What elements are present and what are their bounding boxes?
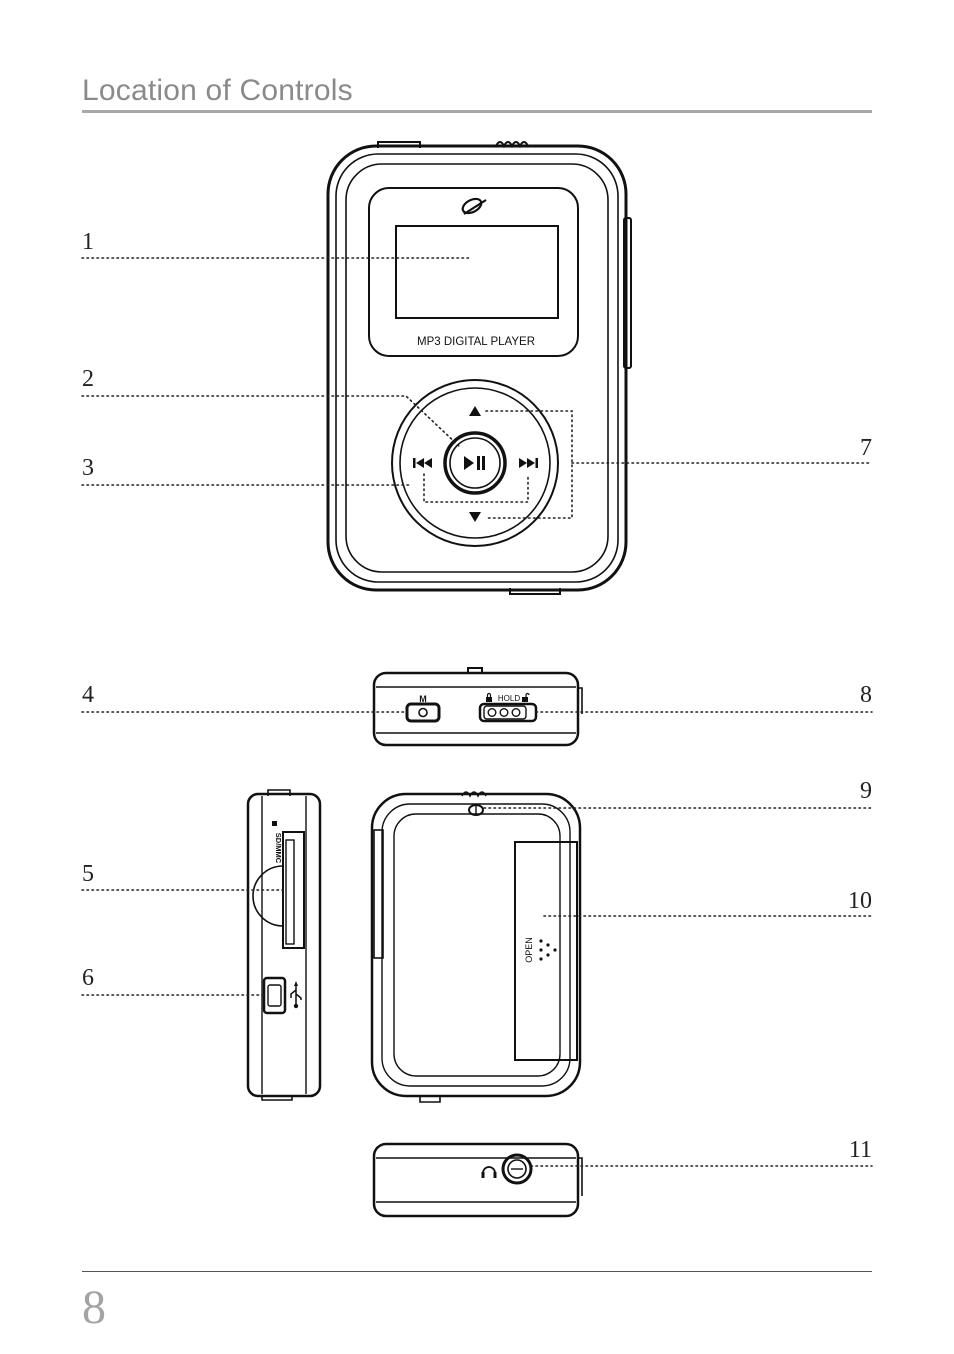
callout-5: 5 — [82, 861, 94, 887]
device-body-top — [372, 671, 580, 747]
play-pause-icon — [464, 456, 485, 470]
device-body-back — [370, 792, 582, 1098]
door-open-label: OPEN — [524, 937, 534, 963]
callout-6: 6 — [82, 965, 94, 991]
callout-10: 10 — [848, 888, 872, 914]
lcd-screen — [395, 225, 559, 319]
control-ring — [391, 379, 559, 547]
page-title: Location of Controls — [82, 74, 353, 107]
volume-down-button[interactable] — [469, 512, 481, 522]
volume-up-button[interactable] — [469, 406, 481, 416]
top-view: M HOLD — [372, 667, 583, 747]
lock-icon — [486, 692, 492, 702]
headphone-icon — [481, 1166, 497, 1178]
screen-bezel — [368, 187, 579, 357]
callout-numbers: 1 2 3 4 5 6 7 8 9 10 11 — [82, 229, 872, 1163]
device-body-bottom — [372, 1142, 580, 1218]
hold-switch[interactable] — [478, 702, 538, 723]
page-number: 8 — [82, 1281, 106, 1334]
leader-lines — [81, 257, 873, 1167]
volume-up-icon — [469, 406, 481, 416]
play-pause-button[interactable] — [443, 431, 507, 495]
lanyard-hole — [468, 804, 484, 816]
device-body-side — [246, 792, 322, 1098]
bottom-view — [372, 1142, 583, 1218]
back-view: OPEN — [370, 791, 582, 1103]
front-view: MP3 DIGITAL PLAYER — [326, 141, 632, 595]
callout-2: 2 — [82, 366, 94, 392]
mode-button[interactable] — [405, 702, 441, 723]
next-button[interactable] — [519, 458, 538, 468]
mode-button-label: M — [419, 694, 427, 704]
hold-switch-label: HOLD — [498, 694, 520, 703]
callout-9: 9 — [860, 778, 872, 804]
usb-port[interactable] — [262, 976, 287, 1015]
headphone-jack[interactable] — [501, 1153, 533, 1185]
callout-1: 1 — [82, 229, 94, 255]
usb-icon — [290, 981, 302, 1009]
card-slot-label: SD/MMC — [274, 833, 283, 864]
grip-dots-icon — [539, 939, 557, 961]
previous-icon — [413, 458, 432, 468]
volume-down-icon — [469, 512, 481, 522]
side-view: SD/MMC — [246, 789, 322, 1101]
footer-rule — [82, 1271, 872, 1272]
callout-8: 8 — [860, 682, 872, 708]
callout-3: 3 — [82, 455, 94, 481]
gpx-logo-icon — [461, 197, 487, 215]
callout-4: 4 — [82, 682, 94, 708]
device-body-front — [326, 144, 628, 592]
title-rule — [82, 110, 872, 113]
previous-button[interactable] — [413, 458, 432, 468]
battery-door[interactable]: OPEN — [514, 841, 578, 1061]
next-icon — [519, 458, 538, 468]
screen-label: MP3 DIGITAL PLAYER — [417, 336, 535, 348]
callout-11: 11 — [849, 1137, 872, 1163]
unlock-icon — [522, 692, 530, 702]
callout-7: 7 — [860, 435, 872, 461]
